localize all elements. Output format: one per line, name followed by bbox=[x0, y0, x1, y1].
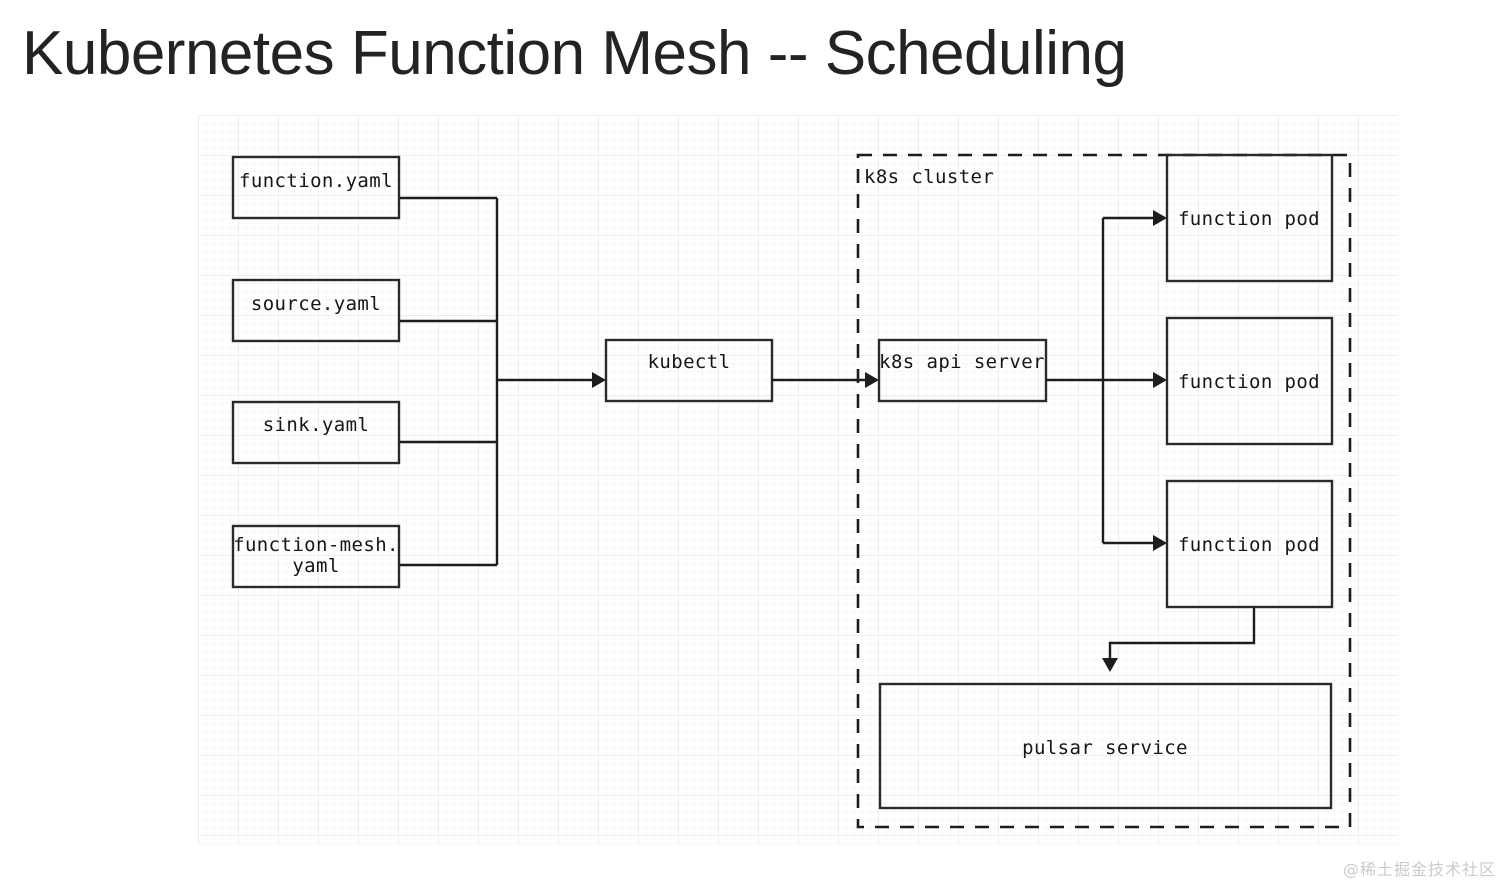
arrow-head-to-api-server bbox=[865, 372, 879, 388]
arrow-head-to-function-pod-2 bbox=[1153, 372, 1167, 388]
k8s-cluster-boundary: k8s cluster bbox=[856, 153, 1352, 829]
function-pod-group: function pod function pod function pod bbox=[1165, 153, 1334, 609]
kubectl-label: kubectl bbox=[648, 351, 731, 373]
node-function-yaml[interactable]: function.yaml bbox=[231, 155, 401, 220]
node-function-mesh-yaml[interactable]: function-mesh. yaml bbox=[231, 524, 401, 589]
edge-run-pod3-pulsar bbox=[1108, 607, 1256, 658]
pulsar-service-box[interactable] bbox=[878, 682, 1333, 810]
page-title: Kubernetes Function Mesh -- Scheduling bbox=[22, 19, 1127, 88]
source-yaml-label: source.yaml bbox=[251, 293, 381, 315]
manifest-group: function.yaml source.yaml sink.yaml func… bbox=[231, 155, 401, 589]
k8s-cluster-box bbox=[856, 153, 1352, 829]
arrow-head-to-kubectl bbox=[592, 372, 606, 388]
source-yaml-box[interactable] bbox=[231, 278, 401, 343]
edge-manifests-to-kubectl bbox=[400, 196, 606, 567]
kubectl-box[interactable] bbox=[604, 338, 774, 403]
arrow-head-to-function-pod-1 bbox=[1153, 210, 1167, 226]
arrow-head-to-pulsar-service bbox=[1102, 658, 1118, 672]
node-k8s-api-server[interactable]: k8s api server bbox=[877, 338, 1048, 403]
node-pulsar-service[interactable]: pulsar service bbox=[878, 682, 1333, 810]
function-yaml-label: function.yaml bbox=[239, 170, 393, 192]
pulsar-service-label: pulsar service bbox=[1022, 737, 1188, 759]
sink-yaml-label: sink.yaml bbox=[263, 414, 370, 436]
function-mesh-yaml-box[interactable] bbox=[231, 524, 401, 589]
arrow-head-to-function-pod-3 bbox=[1153, 535, 1167, 551]
function-pod-2-label: function pod bbox=[1178, 371, 1320, 393]
function-pod-1-box[interactable] bbox=[1165, 153, 1334, 283]
edge-kubectl-to-api-server bbox=[772, 372, 879, 388]
watermark: @稀土掘金技术社区 bbox=[1342, 860, 1496, 879]
node-sink-yaml[interactable]: sink.yaml bbox=[231, 400, 401, 465]
sink-yaml-box[interactable] bbox=[231, 400, 401, 465]
function-mesh-yaml-label-line2: yaml bbox=[292, 555, 339, 577]
node-function-pod-1[interactable]: function pod bbox=[1165, 153, 1334, 283]
function-yaml-box[interactable] bbox=[231, 155, 401, 220]
node-function-pod-3[interactable]: function pod bbox=[1165, 479, 1334, 609]
function-mesh-yaml-label-line1: function-mesh. bbox=[233, 534, 399, 556]
edge-api-server-to-pods bbox=[1046, 210, 1167, 551]
edge-pod3-to-pulsar-service bbox=[1102, 607, 1256, 672]
k8s-api-server-box[interactable] bbox=[877, 338, 1048, 403]
function-pod-2-box[interactable] bbox=[1165, 316, 1334, 446]
node-source-yaml[interactable]: source.yaml bbox=[231, 278, 401, 343]
node-kubectl[interactable]: kubectl bbox=[604, 338, 774, 403]
k8s-api-server-label: k8s api server bbox=[879, 351, 1045, 373]
k8s-cluster-label: k8s cluster bbox=[864, 166, 994, 188]
function-pod-3-label: function pod bbox=[1178, 534, 1320, 556]
node-function-pod-2[interactable]: function pod bbox=[1165, 316, 1334, 446]
function-pod-1-label: function pod bbox=[1178, 208, 1320, 230]
function-pod-3-box[interactable] bbox=[1165, 479, 1334, 609]
